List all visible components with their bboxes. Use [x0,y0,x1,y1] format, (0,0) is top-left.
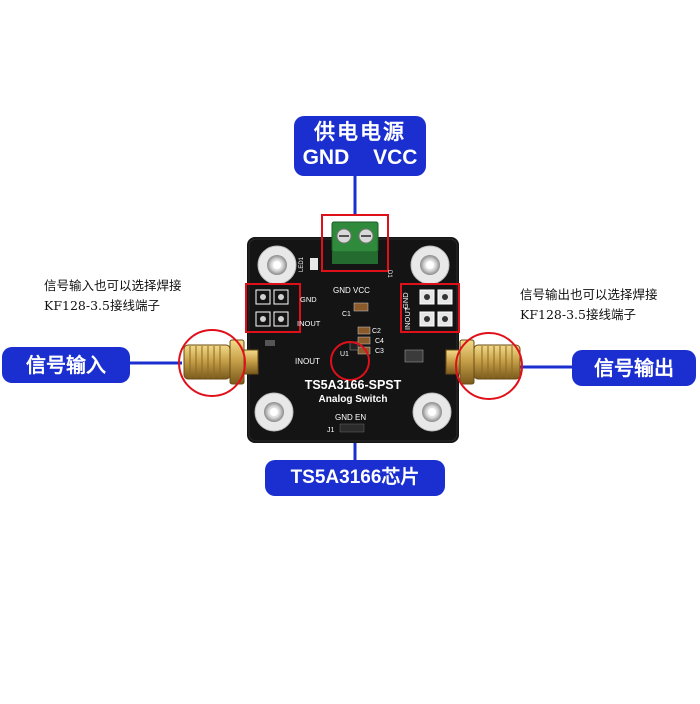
power-terminal-block [331,221,379,264]
chip-label: TS5A3166芯片 [265,460,445,496]
silk-j1: J1 [327,427,335,434]
silk-u1: U1 [340,351,349,358]
silk-gnd-right: GND [401,292,410,309]
mounting-hole-bl [254,392,294,432]
silk-gnd-vcc: GND VCC [333,286,370,295]
chip-highlight-circle [330,341,370,381]
silk-c3: C3 [375,348,384,355]
left-pin-header [255,289,289,327]
left-note-line2: KF128-3.5接线端子 [44,298,160,313]
led [310,258,318,270]
right-note-line1: 信号输出也可以选择焊接 [520,287,658,302]
right-header-highlight-box [400,283,460,333]
silk-c4: C4 [375,338,384,345]
right-note-line2: KF128-3.5接线端子 [520,307,636,322]
power-supply-label: 供电电源 GND VCC [294,116,426,176]
power-supply-title: 供电电源 [314,120,406,144]
silk-d1: D1 [386,270,392,278]
power-highlight-box [321,214,389,272]
signal-output-label: 信号输出 [572,350,696,386]
silk-inout-right: INOUT [403,306,412,330]
silk-inout-bottom: INOUT [295,357,320,366]
silk-gnd-en: GND EN [335,413,366,422]
right-terminal-note: 信号输出也可以选择焊接 KF128-3.5接线端子 [520,285,658,325]
left-header-highlight-box [245,283,301,333]
board-subtitle: Analog Switch [319,394,388,405]
mounting-hole-tr [410,245,450,285]
mounting-hole-tl [257,245,297,285]
mounting-hole-br [412,392,452,432]
input-highlight-circle [178,329,246,397]
output-highlight-circle [455,332,523,400]
signal-input-label: 信号输入 [2,347,130,383]
left-note-line1: 信号输入也可以选择焊接 [44,278,182,293]
capacitor-c1 [353,302,369,312]
board-title: TS5A3166-SPST [305,378,402,392]
silk-c1: C1 [342,311,351,318]
silk-c2: C2 [372,328,381,335]
left-terminal-note: 信号输入也可以选择焊接 KF128-3.5接线端子 [44,276,182,316]
power-supply-pins: GND VCC [302,146,418,169]
silk-gnd-left: GND [300,295,317,304]
sma-input-connector [183,339,259,385]
right-pin-header [419,289,453,327]
silk-led1: LED1 [299,256,305,272]
silk-inout-left: INOUT [297,319,321,328]
